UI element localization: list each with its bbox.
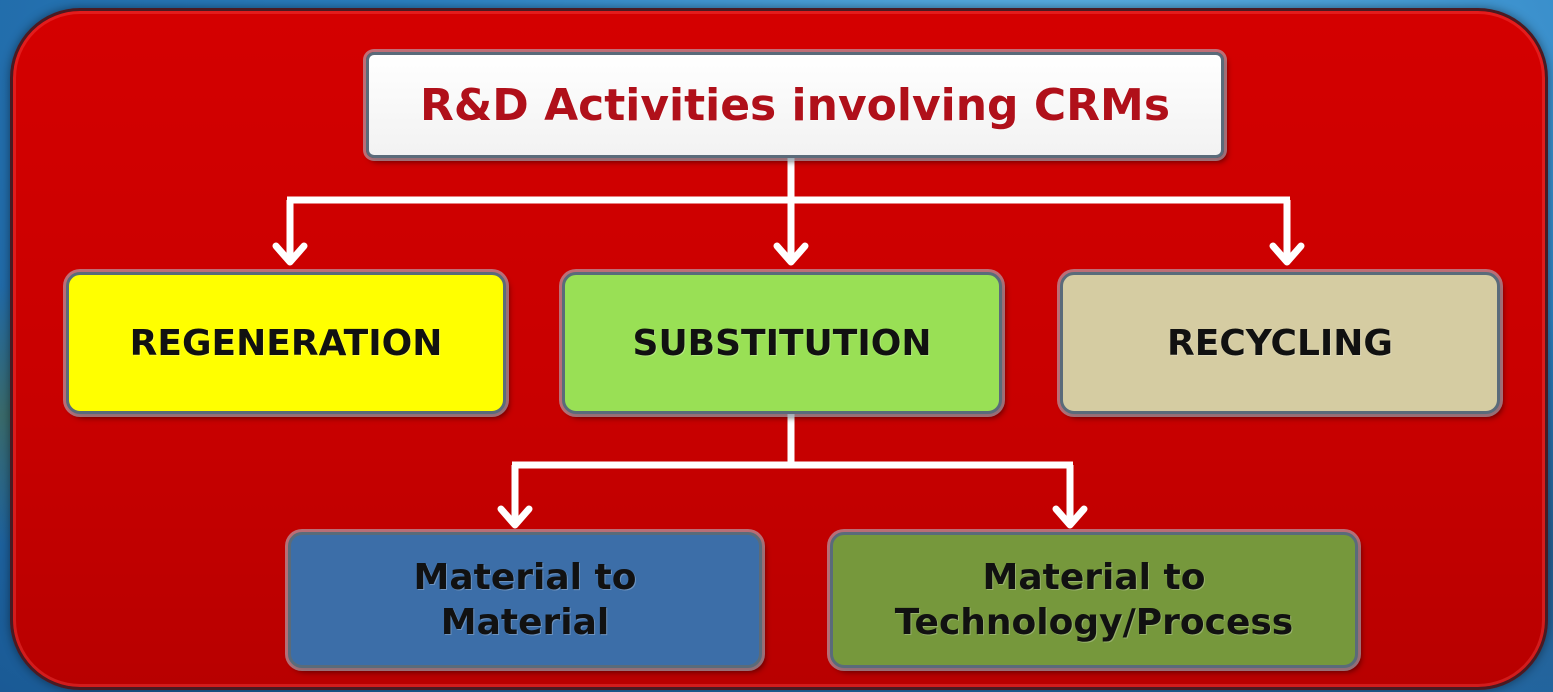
m2t-arrowhead	[1052, 505, 1088, 529]
material-to-technology-line1: Material to	[982, 557, 1206, 598]
regeneration-label: REGENERATION	[129, 322, 443, 364]
recyc-arrowhead	[1269, 242, 1305, 266]
material-to-material-box: Material to Material	[288, 532, 762, 668]
material-to-technology-box: Material to Technology/Process	[830, 532, 1358, 668]
substitution-label: SUBSTITUTION	[632, 322, 932, 364]
material-to-technology-line2: Technology/Process	[894, 602, 1294, 643]
recycling-box: RECYCLING	[1060, 272, 1500, 414]
recycling-label: RECYCLING	[1167, 322, 1393, 364]
material-to-material-line2: Material	[440, 602, 610, 643]
subst-arrowhead	[773, 242, 809, 266]
regeneration-box: REGENERATION	[66, 272, 506, 414]
title-label: R&D Activities involving CRMs	[419, 79, 1171, 131]
title-box: R&D Activities involving CRMs	[366, 52, 1224, 158]
material-to-material-line1: Material to	[413, 557, 637, 598]
substitution-box: SUBSTITUTION	[562, 272, 1002, 414]
m2m-arrowhead	[497, 505, 533, 529]
regen-arrowhead	[272, 242, 308, 266]
